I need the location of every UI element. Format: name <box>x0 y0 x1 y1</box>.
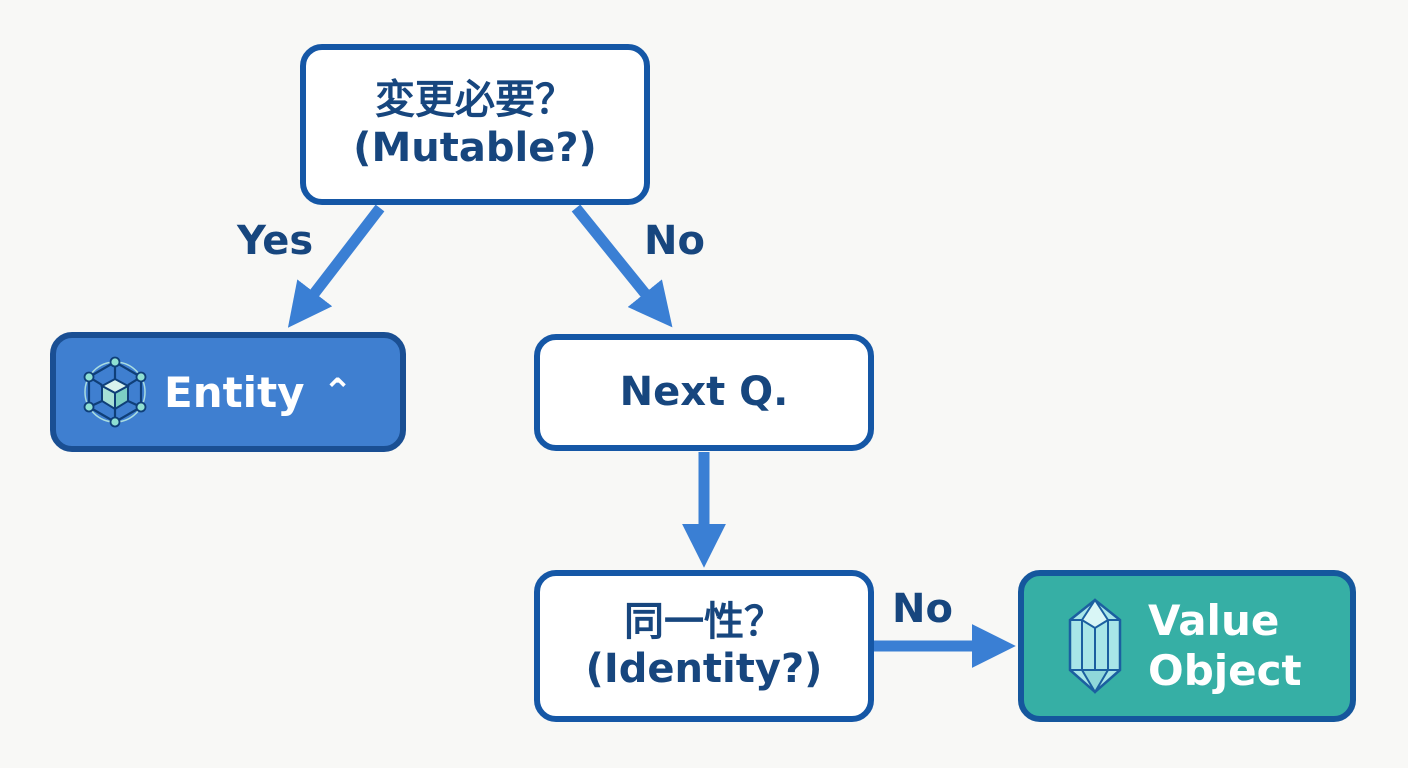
mutable-question-node: 変更必要？ (Mutable?) <box>300 44 650 205</box>
mutable-question-jp: 変更必要？ <box>375 77 575 124</box>
crystal-icon <box>1068 598 1122 694</box>
chevron-up-icon: ⌃ <box>322 371 353 413</box>
mutable-question-en: (Mutable?) <box>353 124 597 171</box>
value-object-label: Value Object <box>1148 596 1302 695</box>
arrow-no-mutable <box>571 204 673 328</box>
no-label-identity: No <box>892 586 953 632</box>
identity-question-en: (Identity?) <box>585 646 823 692</box>
next-question-label: Next Q. <box>619 368 789 415</box>
identity-question-jp: 同一性？ <box>624 598 784 645</box>
identity-question-node: 同一性？ (Identity?) <box>534 570 874 722</box>
entity-node: Entity ⌃ <box>50 332 406 452</box>
value-object-line1: Value <box>1148 596 1280 646</box>
value-object-node: Value Object <box>1018 570 1356 722</box>
cube-network-icon <box>83 356 147 428</box>
next-question-node: Next Q. <box>534 334 874 451</box>
entity-label: Entity <box>164 367 305 417</box>
arrow-yes <box>287 204 385 328</box>
value-object-line2: Object <box>1148 646 1302 695</box>
yes-label: Yes <box>237 218 314 264</box>
no-label-mutable: No <box>644 218 705 264</box>
